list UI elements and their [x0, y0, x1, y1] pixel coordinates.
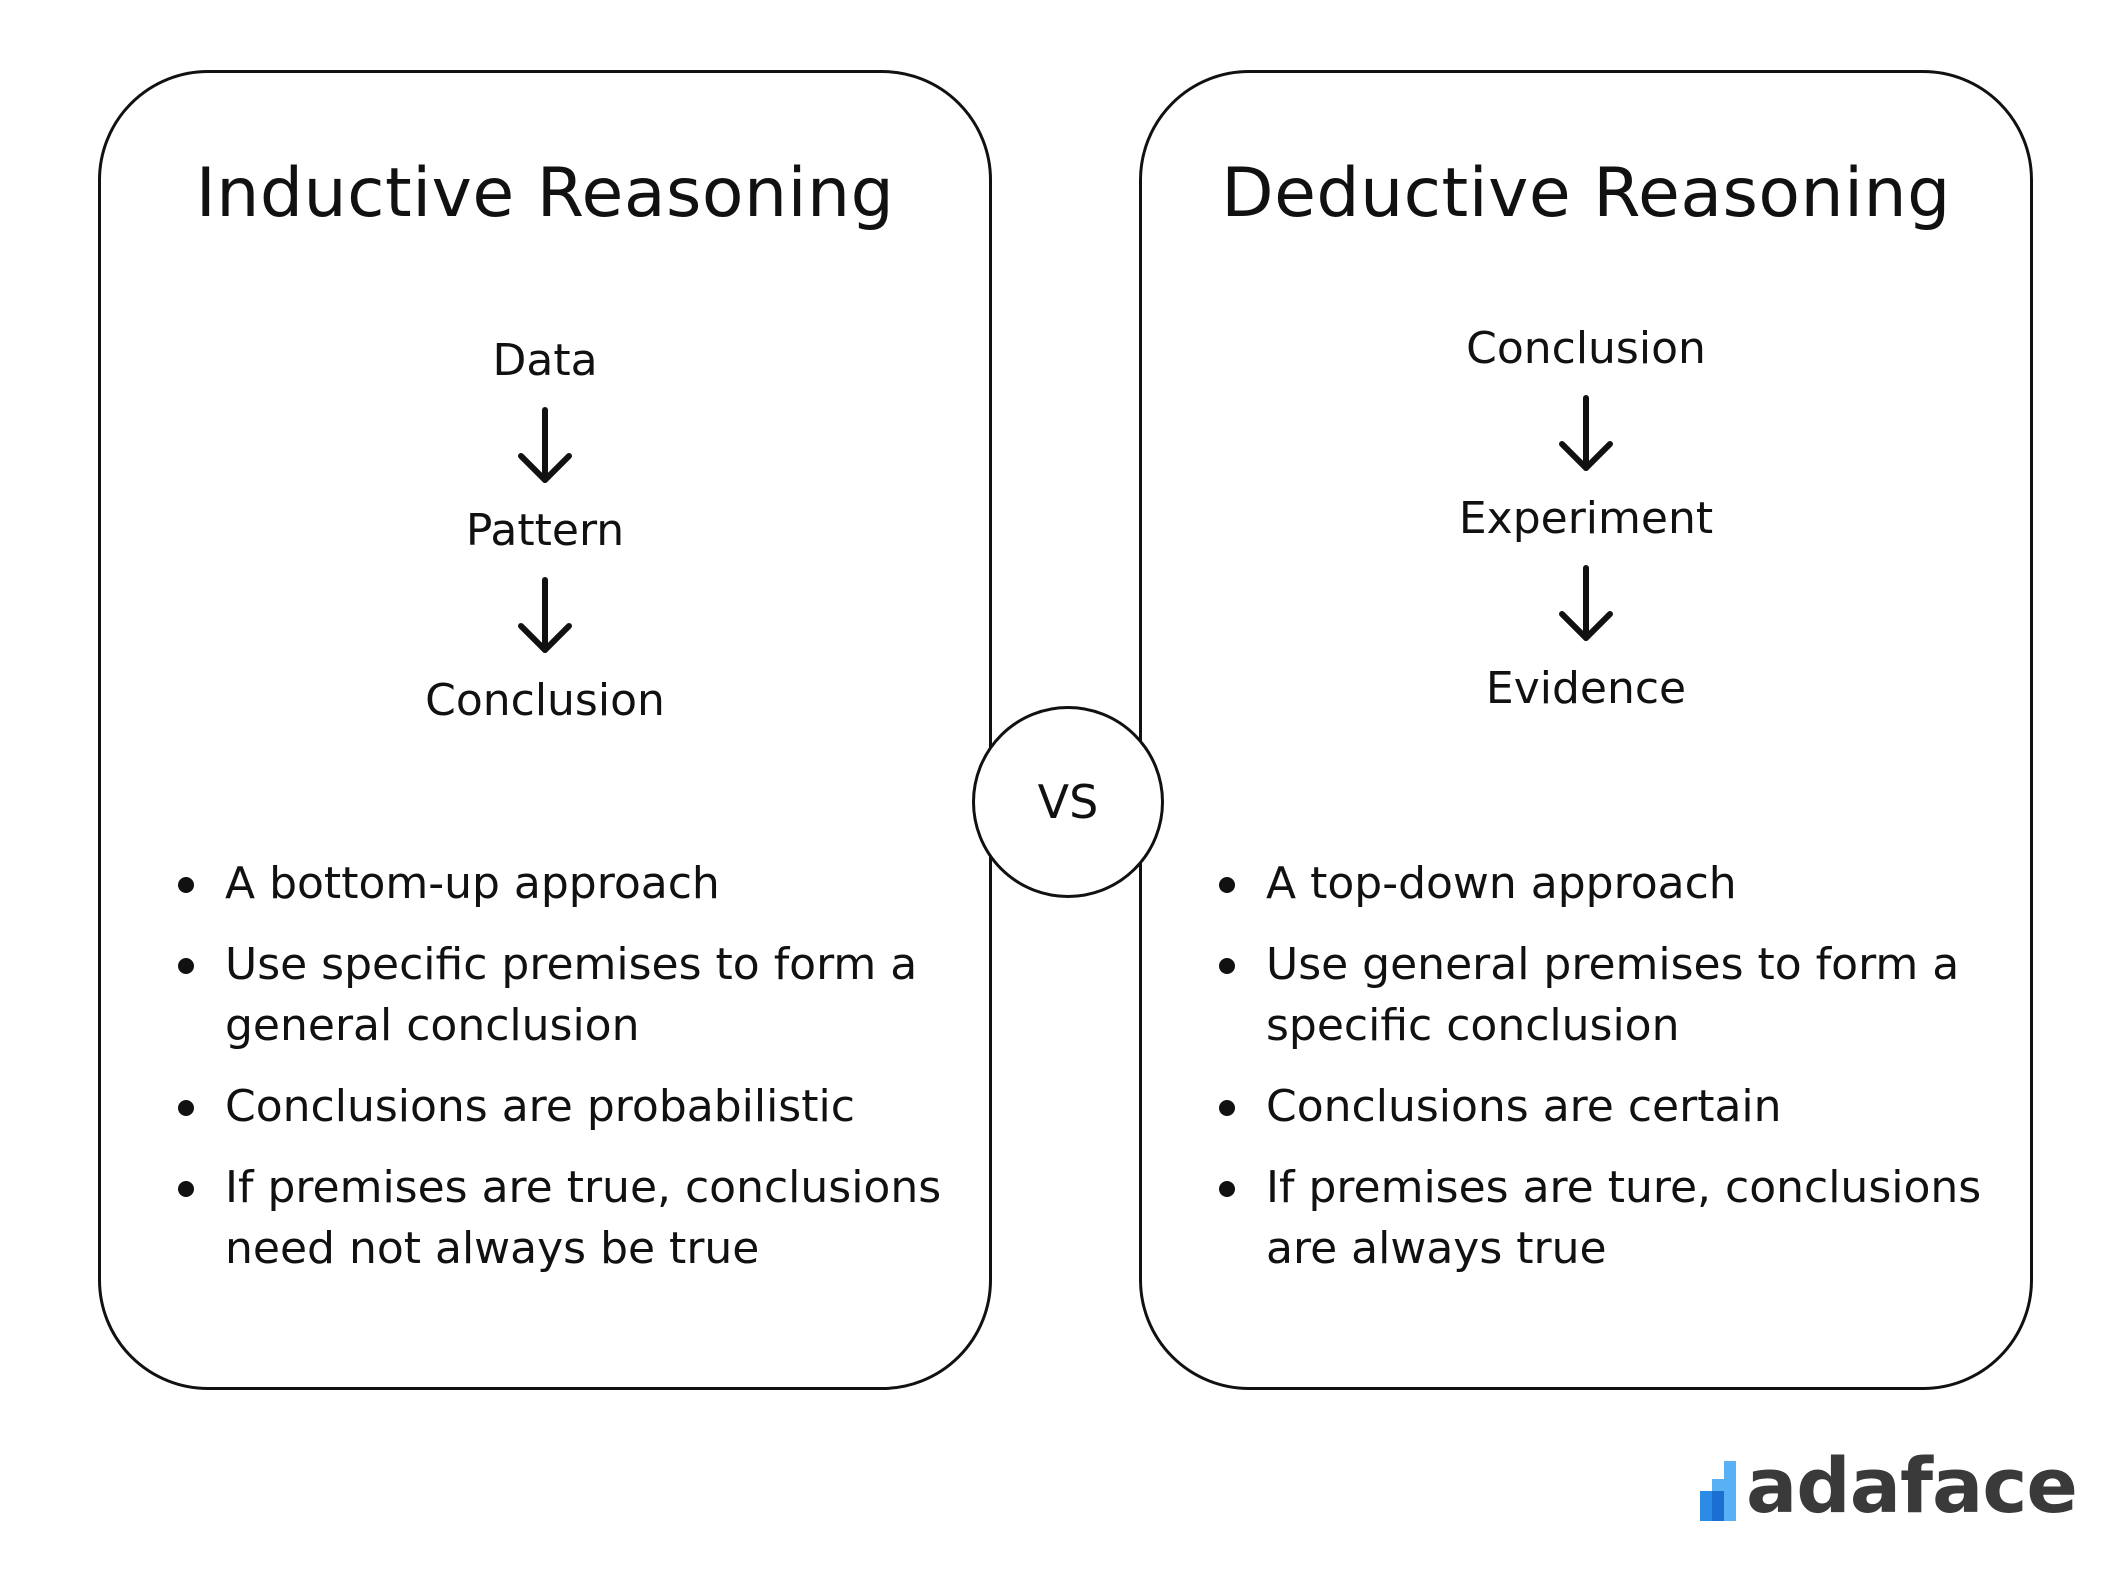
bullet-icon	[1219, 958, 1235, 974]
adaface-logo-mark-icon	[1700, 1461, 1736, 1521]
list-item: A top-down approach	[1204, 853, 2000, 914]
list-item: Conclusions are certain	[1204, 1076, 2000, 1137]
down-arrow-icon	[510, 561, 580, 671]
bullet-text: If premises are true, conclusions need n…	[225, 1162, 942, 1274]
logo-text: adaface	[1746, 1441, 2078, 1530]
vs-label: VS	[1037, 775, 1099, 829]
bullet-text: Use general premises to form a specific …	[1266, 939, 1960, 1051]
vs-badge: VS	[972, 706, 1164, 898]
deductive-flow-step: Conclusion	[1466, 323, 1706, 374]
bullet-text: Conclusions are probabilistic	[225, 1081, 855, 1132]
deductive-bullet-list: A top-down approach Use general premises…	[1204, 853, 2000, 1299]
deductive-flow: Conclusion Experiment Evidence	[1142, 319, 2030, 719]
deductive-title: Deductive Reasoning	[1221, 154, 1951, 233]
inductive-flow-step: Conclusion	[425, 675, 665, 726]
list-item: Conclusions are probabilistic	[163, 1076, 959, 1137]
bullet-icon	[1219, 1100, 1235, 1116]
bullet-icon	[1219, 877, 1235, 893]
inductive-flow-step: Pattern	[465, 505, 625, 556]
bullet-icon	[178, 1181, 194, 1197]
deductive-panel: Deductive Reasoning Conclusion Experimen…	[1139, 70, 2033, 1390]
bullet-text: If premises are ture, conclusions are al…	[1266, 1162, 1982, 1274]
down-arrow-icon	[1551, 549, 1621, 659]
list-item: A bottom-up approach	[163, 853, 959, 914]
inductive-title: Inductive Reasoning	[195, 154, 895, 233]
list-item: If premises are true, conclusions need n…	[163, 1157, 959, 1279]
adaface-logo: adaface	[1700, 1441, 2078, 1530]
down-arrow-icon	[510, 391, 580, 501]
deductive-flow-step: Evidence	[1485, 663, 1687, 714]
list-item: Use general premises to form a specific …	[1204, 934, 2000, 1056]
inductive-bullet-list: A bottom-up approach Use specific premis…	[163, 853, 959, 1299]
bullet-text: A bottom-up approach	[225, 858, 720, 909]
bullet-icon	[178, 877, 194, 893]
bullet-icon	[178, 1100, 194, 1116]
bullet-text: Conclusions are certain	[1266, 1081, 1782, 1132]
inductive-panel: Inductive Reasoning Data Pattern Conclus…	[98, 70, 992, 1390]
inductive-flow: Data Pattern Conclusion	[101, 331, 989, 731]
bullet-icon	[1219, 1181, 1235, 1197]
inductive-flow-step: Data	[492, 335, 598, 386]
bullet-text: A top-down approach	[1266, 858, 1737, 909]
deductive-flow-step: Experiment	[1458, 493, 1714, 544]
down-arrow-icon	[1551, 379, 1621, 489]
bullet-icon	[178, 958, 194, 974]
list-item: Use specific premises to form a general …	[163, 934, 959, 1056]
bullet-text: Use specific premises to form a general …	[225, 939, 918, 1051]
list-item: If premises are ture, conclusions are al…	[1204, 1157, 2000, 1279]
